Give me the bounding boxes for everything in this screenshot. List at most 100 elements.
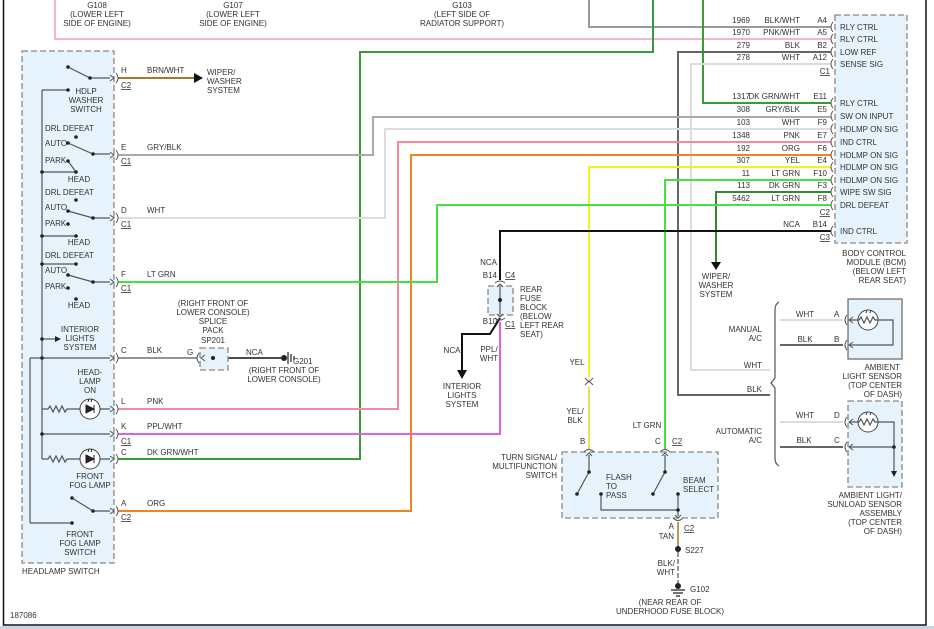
wire-color-label: WHT xyxy=(657,568,675,577)
junction-dot xyxy=(40,337,44,341)
bcm-pin-rows: 1969 BLK/WHT A4 RLY CTRL 1970 PNK/WHT A5… xyxy=(732,16,898,242)
system-label: INTERIOR xyxy=(61,325,99,334)
contact-dot xyxy=(91,280,95,284)
position-label: DRL DEFEAT xyxy=(45,251,94,260)
option-brace xyxy=(770,301,780,467)
pin-function: RLY CTRL xyxy=(840,35,878,44)
wire-color-label: ORG xyxy=(782,144,800,153)
contact-dot xyxy=(91,152,95,156)
junction-dot xyxy=(40,432,44,436)
wire-dk-grn-wht-1317 xyxy=(702,0,831,104)
splice-s227-icon xyxy=(675,546,681,552)
pin-id: E11 xyxy=(813,92,827,101)
contact-dot xyxy=(70,496,74,500)
pin-function: HDLMP ON SIG xyxy=(840,163,898,172)
circuit-number: 11 xyxy=(742,169,751,178)
wire-lt-grn-11 xyxy=(664,179,831,449)
wire-color-label: WHT xyxy=(796,310,814,319)
bus-line xyxy=(29,90,110,524)
component-label: SPLICE xyxy=(199,317,227,326)
ground-icon xyxy=(281,355,287,361)
photo-resistor-symbol xyxy=(849,309,894,346)
pin-function: HDLMP ON SIG xyxy=(840,151,898,160)
switch-label: TO xyxy=(606,482,617,491)
indicator-label: HEAD- xyxy=(78,368,103,377)
connector-pin xyxy=(196,352,206,364)
position-label: AUTO xyxy=(45,203,67,212)
component-label: OF DASH) xyxy=(864,527,903,536)
circuit-number: 103 xyxy=(737,118,751,127)
pin-id: A xyxy=(834,310,840,319)
system-label: WASHER xyxy=(699,281,734,290)
junction-dot xyxy=(40,170,44,174)
connector-pin xyxy=(494,280,506,321)
turn-signal-multifunction-switch: YEL YEL/ BLK LT GRN B C C2 TURN SIGNAL/ … xyxy=(492,358,724,616)
pin-id: C xyxy=(121,346,127,355)
system-label: WASHER xyxy=(207,77,242,86)
connector-label: C3 xyxy=(820,233,831,242)
wire-color-label: BLK xyxy=(797,335,813,344)
pin-id: E5 xyxy=(817,105,827,114)
wire-blk-279 xyxy=(677,51,831,396)
pin-id: B xyxy=(834,335,839,344)
connector-label: C4 xyxy=(505,271,516,280)
component-label: TURN SIGNAL/ xyxy=(501,453,558,462)
connector-label: C1 xyxy=(820,67,831,76)
ground-icon xyxy=(287,352,295,364)
component-label: REAR xyxy=(520,285,542,294)
wire-color-label: NCA xyxy=(783,220,801,229)
wire-color-label: WHT xyxy=(147,206,165,215)
indicator-label: LAMP xyxy=(79,377,101,386)
component-label: AMBIENT LIGHT/ xyxy=(839,491,903,500)
pin-id: A12 xyxy=(813,53,828,62)
wire-color-label: DK GRN/WHT xyxy=(748,92,800,101)
pin-function: IND CTRL xyxy=(840,138,877,147)
contact-dot xyxy=(91,216,95,220)
ground-location: RADIATOR SUPPORT) xyxy=(420,19,504,28)
wire-color-label: WHT xyxy=(480,354,498,363)
option-label: A/C xyxy=(749,334,763,343)
pin-id: F10 xyxy=(813,169,827,178)
pin-id: B14 xyxy=(813,220,828,229)
ground-location: (LOWER LEFT xyxy=(206,10,260,19)
splice-id: S227 xyxy=(685,546,704,555)
headlamp-switch-connector-pins xyxy=(109,72,119,517)
switch-label: BEAM xyxy=(683,476,706,485)
wire-color-label: BLK xyxy=(785,41,801,50)
module-label: BODY CONTROL xyxy=(842,249,906,258)
contact-dot xyxy=(74,135,78,139)
component-label: (TOP CENTER xyxy=(848,381,902,390)
bottom-bar xyxy=(0,626,934,629)
pin-function: IND CTRL xyxy=(840,227,877,236)
wire-color-label: DK GRN xyxy=(769,181,800,190)
wire-color-label: WHT xyxy=(782,118,800,127)
wire-color-label: BLK/WHT xyxy=(764,16,800,25)
connector-label: C1 xyxy=(505,320,516,329)
system-label: WIPER/ xyxy=(207,68,236,77)
contact-dot xyxy=(91,509,95,513)
wire-color-label: WHT xyxy=(796,411,814,420)
wire-color-label: DK GRN/WHT xyxy=(147,448,199,457)
position-label: PARK xyxy=(45,282,67,291)
switch-label: PASS xyxy=(606,491,627,500)
pin-id: A xyxy=(669,522,675,531)
pin-id: D xyxy=(834,411,840,420)
ground-id: G103 xyxy=(452,1,472,10)
wire-pnk-1348 xyxy=(118,141,831,410)
position-label: AUTO xyxy=(45,266,67,275)
system-label: INTERIOR xyxy=(443,382,481,391)
arrow-icon xyxy=(891,471,897,477)
contact-dot xyxy=(74,262,78,266)
component-label: LEFT REAR xyxy=(520,321,564,330)
module-label: REAR SEAT) xyxy=(859,276,907,285)
wire-color-label: PPL/ xyxy=(480,345,498,354)
circuit-number: 279 xyxy=(737,41,751,50)
wire-org-192 xyxy=(118,154,831,512)
pin-id: A5 xyxy=(817,28,827,37)
resistor-icon xyxy=(42,404,110,414)
contact-dot xyxy=(66,222,70,226)
pin-id: B10 xyxy=(483,317,498,326)
wire-wht-278 xyxy=(690,63,831,371)
